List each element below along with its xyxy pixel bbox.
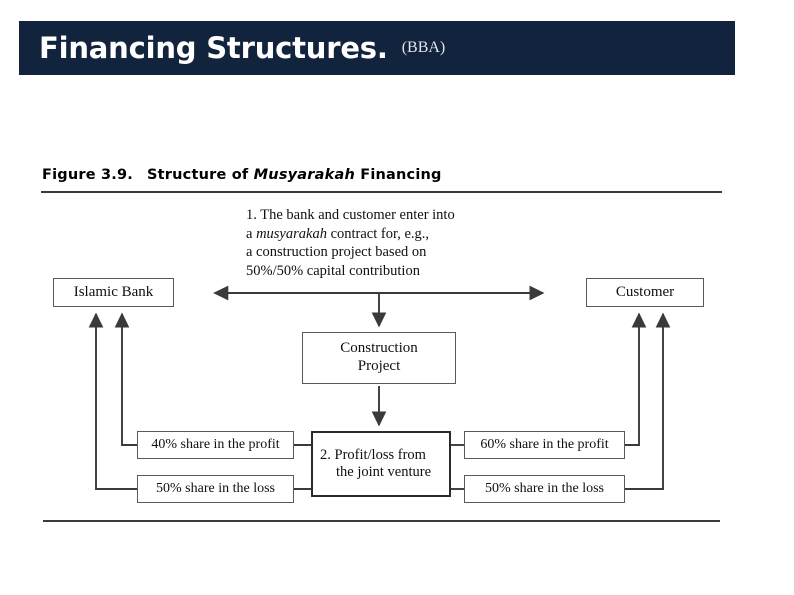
node-project-line-2: Project — [357, 358, 401, 374]
edge-bank-loss-to-bank — [88, 312, 137, 490]
figure-caption-before: Structure of — [147, 167, 254, 183]
node-customer-loss-share: 50% share in the loss — [464, 475, 625, 503]
annotation-line-2-emphasis: musyarakah — [256, 225, 327, 242]
node-customer-profit-share: 60% share in the profit — [464, 431, 625, 459]
diagram-connectors — [88, 285, 671, 490]
node-profit-loss-line-2: the joint venture — [336, 464, 432, 480]
edge-cust-loss-to-customer — [625, 312, 671, 490]
node-islamic-bank: Islamic Bank — [53, 278, 174, 307]
node-profit-loss-line-1: 2. Profit/loss from — [320, 447, 426, 464]
figure-caption-after: Financing — [354, 167, 442, 183]
node-construction-project: Construction Project — [302, 332, 456, 384]
annotation-line-2: a musyarakah contract for, e.g., — [246, 225, 508, 244]
divider-top — [41, 191, 722, 193]
musyarakah-flow-diagram: 1. The bank and customer enter into a mu… — [0, 150, 794, 550]
annotation-line-4: 50%/50% capital contribution — [246, 262, 420, 279]
annotation-line-2-before: a — [246, 225, 257, 242]
figure-caption-emphasis: Musyarakah — [253, 167, 355, 183]
divider-bottom — [43, 520, 720, 522]
annotation-line-1: 1. The bank and customer enter into — [246, 207, 455, 223]
node-bank-loss-share: 50% share in the loss — [137, 475, 294, 503]
page-subtitle: (BBA) — [401, 39, 446, 56]
edge-bank-profit-to-bank — [114, 312, 137, 446]
figure-region: Figure 3.9. Structure of Musyarakah Finan… — [0, 150, 794, 550]
figure-number: Figure 3.9. — [42, 167, 134, 183]
node-profit-loss: 2. Profit/loss from the joint venture — [311, 431, 451, 497]
annotation-line-3: a construction project based on — [246, 244, 427, 261]
page-title: Financing Structures. — [39, 31, 388, 65]
slide-title-banner: Financing Structures. (BBA) — [19, 21, 735, 75]
node-customer: Customer — [586, 278, 704, 307]
figure-caption: Figure 3.9. Structure of Musyarakah Finan… — [42, 167, 442, 183]
node-bank-profit-share: 40% share in the profit — [137, 431, 294, 459]
edge-cust-profit-to-customer — [625, 312, 647, 446]
annotation-line-2-after: contract for, e.g., — [326, 225, 430, 242]
annotation-step-1: 1. The bank and customer enter into a mu… — [246, 206, 508, 280]
node-project-line-1: Construction — [340, 340, 418, 357]
